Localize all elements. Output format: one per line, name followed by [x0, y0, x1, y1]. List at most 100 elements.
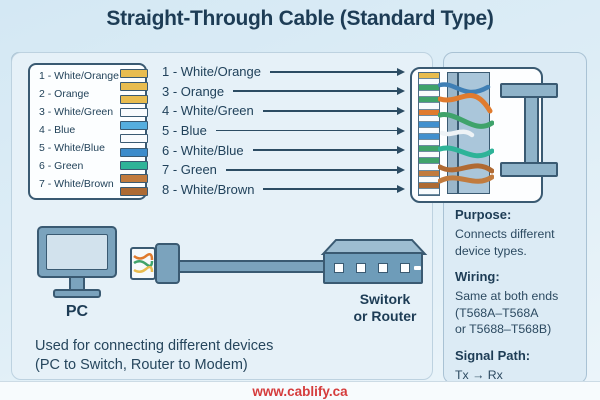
footer-link[interactable]: www.cablify.ca — [252, 384, 348, 399]
pin-stripe — [419, 146, 439, 153]
arrow-right-icon — [397, 185, 405, 194]
plug-boot — [155, 243, 180, 284]
switch-port — [334, 263, 344, 273]
arrow-line — [225, 168, 397, 171]
wiring-text-line: or T5688–T568B) — [455, 322, 552, 336]
arrow-right-icon — [397, 146, 405, 155]
wire-swatch — [120, 173, 148, 183]
switch-label-line: or Router — [353, 307, 417, 324]
wiring-text-line: (T568A–T568A — [455, 305, 539, 320]
pin-stripe — [419, 91, 439, 98]
pin-stripe — [419, 85, 439, 92]
wire-swatch — [120, 134, 148, 144]
arrow-line — [270, 70, 397, 73]
pinout-row: 4 - White/Green — [162, 101, 405, 121]
plug-wires-icon — [133, 252, 154, 273]
pinout-list: 1 - White/Orange 3 - Orange 4 - White/Gr… — [162, 62, 405, 199]
footer-bar: www.cablify.ca — [0, 381, 600, 400]
rj45-latch-bottom — [500, 162, 558, 177]
wire-legend-item: 4 - Blue — [39, 124, 76, 136]
wire-legend-item: 1 - White/Orange — [39, 70, 119, 82]
pin-stripe — [419, 182, 439, 189]
switch-icon — [323, 252, 423, 284]
usage-note: Used for connecting different devices (P… — [35, 337, 273, 374]
pin-stripe — [419, 133, 439, 141]
arrow-right-icon — [397, 67, 405, 76]
wire-swatch — [120, 186, 148, 196]
arrow-line — [263, 188, 397, 191]
pinout-label: 3 - Orange — [162, 83, 225, 99]
pc-label: PC — [65, 303, 89, 320]
wire-legend-item: 2 - Orange — [39, 88, 90, 100]
wire-swatch — [120, 147, 148, 157]
page-title: Straight-Through Cable (Standard Type) — [106, 7, 494, 30]
pc-screen — [46, 234, 108, 270]
arrow-right-icon — [397, 126, 405, 135]
pinout-row: 1 - White/Orange — [162, 62, 405, 82]
pin-stripe — [419, 188, 439, 195]
pin-stripe — [419, 103, 439, 110]
pin-stripe — [419, 158, 439, 165]
wire-tangle-icon — [438, 82, 494, 184]
rj45-latch-bar — [524, 96, 539, 164]
arrow-right-icon — [397, 106, 405, 115]
wire-legend-box: 1 - White/Orange 2 - Orange 3 - White/Gr… — [28, 63, 149, 200]
pc-monitor-icon — [37, 226, 117, 278]
wire-legend-item: 7 - White/Brown — [39, 178, 114, 190]
pin-stripe — [419, 176, 439, 183]
wire-swatch — [120, 160, 148, 170]
wire-legend-item: 5 - White/Blue — [39, 142, 105, 154]
rj45-pin-contacts — [418, 72, 440, 196]
arrow-line — [233, 90, 397, 93]
pin-stripe — [419, 109, 439, 116]
switch-port — [400, 263, 410, 273]
pinout-label: 1 - White/Orange — [162, 64, 261, 80]
pin-stripe — [419, 164, 439, 171]
pinout-label: 4 - White/Green — [162, 103, 254, 119]
wire-legend-list: 1 - White/Orange 2 - Orange 3 - White/Gr… — [39, 67, 119, 193]
switch-port — [356, 263, 366, 273]
pinout-row: 6 - White/Blue — [162, 140, 405, 160]
purpose-text-line: device types. — [455, 243, 527, 258]
pin-stripe — [419, 73, 439, 80]
swatch-column — [120, 69, 149, 200]
wire-swatch — [120, 95, 148, 105]
pin-stripe — [419, 152, 439, 159]
pinout-label: 6 - White/Blue — [162, 142, 244, 158]
pinout-row: 3 - Orange — [162, 82, 405, 102]
signal-path-heading: Signal Path: — [455, 347, 531, 363]
wire-swatch — [120, 82, 148, 92]
arrow-line — [262, 110, 397, 112]
wiring-heading: Wiring: — [455, 269, 500, 284]
switch-label: Switork or Router — [325, 291, 445, 324]
pin-stripe — [419, 140, 439, 147]
wire-swatch — [120, 121, 148, 131]
pin-stripe — [419, 127, 439, 134]
pinout-row: 7 - Green — [162, 160, 405, 180]
switch-port — [378, 263, 388, 273]
wire-legend-item: 3 - White/Green — [39, 106, 114, 118]
pinout-label: 5 - Blue — [162, 123, 207, 139]
arrow-line — [252, 149, 397, 152]
pin-stripe — [419, 79, 439, 86]
pinout-row: 8 - White/Brown — [162, 180, 405, 200]
usage-note-line: (PC to Switch, Router to Modem) — [35, 356, 248, 373]
pin-stripe — [419, 115, 439, 122]
rj45-plug-icon — [130, 247, 156, 280]
wire-swatch — [120, 108, 148, 118]
pin-stripe — [419, 97, 439, 104]
ethernet-cable — [178, 260, 326, 273]
switch-indicator — [414, 266, 421, 270]
pin-stripe — [419, 170, 439, 177]
pinout-label: 7 - Green — [162, 162, 217, 178]
arrow-right-icon — [397, 87, 405, 96]
pinout-label: 8 - White/Brown — [162, 181, 255, 197]
pin-stripe — [419, 121, 439, 128]
switch-label-line: Switork — [359, 291, 411, 307]
signal-path-text: Tx → Rx — [455, 367, 503, 382]
usage-note-line: Used for connecting different devices — [35, 338, 274, 354]
info-panel: Purpose: Connects different device types… — [455, 207, 577, 383]
pinout-row: 5 - Blue — [162, 121, 405, 141]
purpose-text-line: Connects different — [455, 227, 555, 241]
